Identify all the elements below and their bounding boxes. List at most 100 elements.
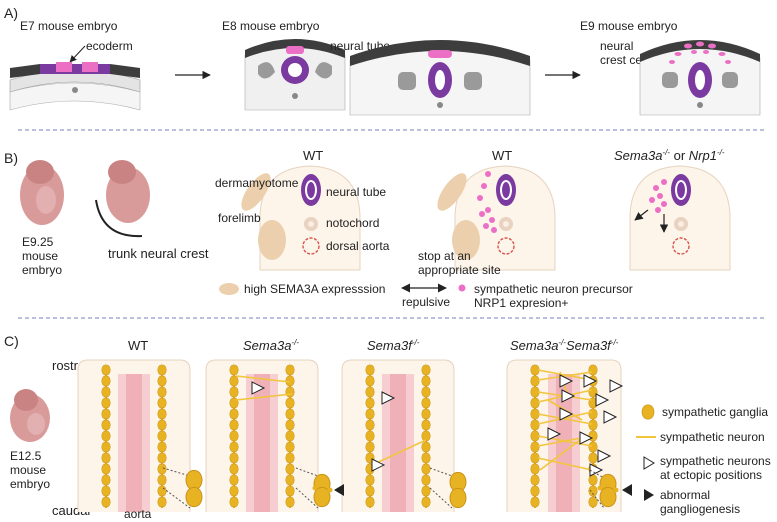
dermamyotome-label: dermamyotome — [215, 176, 299, 190]
ganglion — [157, 408, 167, 420]
ganglion — [285, 441, 295, 453]
neuron-legend-label: sympathetic neuron — [660, 430, 765, 444]
ganglion — [365, 441, 375, 453]
e7-label: E7 mouse embryo — [20, 19, 118, 33]
ectopic-neuron-line — [235, 375, 291, 383]
ganglion — [285, 463, 295, 475]
ectopic-neuron-line — [235, 393, 293, 401]
ganglion — [101, 397, 111, 409]
ganglion — [229, 485, 239, 497]
precursor-legend-line2: NRP1 expresion+ — [474, 296, 568, 310]
sema-legend-swatch — [219, 283, 239, 295]
ectopic-legend-swatch — [643, 456, 655, 470]
ganglion — [530, 375, 540, 387]
ganglia-legend-label: sympathetic ganglia — [662, 405, 768, 419]
mutant-section — [629, 165, 731, 271]
stop-line1: stop at an — [418, 249, 471, 263]
ganglion — [421, 496, 431, 508]
ganglion — [365, 430, 375, 442]
trunk-neural-crest-label: trunk neural crest — [108, 246, 209, 261]
header-wt: WT — [128, 338, 148, 353]
ganglion — [229, 386, 239, 398]
e7-embryo-illustration — [9, 62, 141, 111]
ganglia-legend-swatch — [641, 404, 655, 420]
ectopic-neuron-line — [537, 457, 593, 471]
e8-label: E8 mouse embryo — [222, 19, 320, 33]
aorta-band-inner — [390, 374, 406, 512]
wt-section-2 — [437, 165, 556, 271]
ganglion — [229, 441, 239, 453]
e925-line1: E9.25 — [22, 235, 54, 249]
ganglion — [229, 474, 239, 486]
ganglion — [588, 419, 598, 431]
ganglion — [588, 452, 598, 464]
ectopic-legend-line2: at ectopic positions — [660, 468, 762, 482]
ganglion — [365, 485, 375, 497]
ganglion — [101, 474, 111, 486]
e125-line3: embryo — [10, 477, 50, 491]
ganglion — [421, 474, 431, 486]
ganglion — [101, 419, 111, 431]
ganglion — [285, 364, 295, 376]
ganglion — [530, 397, 540, 409]
ectopic-neuron-line — [537, 413, 593, 425]
ganglion — [157, 419, 167, 431]
ganglion — [530, 430, 540, 442]
ganglion — [365, 364, 375, 376]
e8-neural-tube-illustration — [349, 40, 531, 116]
ganglion — [157, 430, 167, 442]
repulsive-label: repulsive — [402, 295, 450, 309]
ganglion — [421, 419, 431, 431]
ganglion — [530, 485, 540, 497]
ecoderm-label: ecoderm — [86, 39, 133, 53]
ganglion — [421, 463, 431, 475]
abnormal-legend-swatch — [644, 489, 654, 501]
panel-a-letter: A) — [4, 5, 18, 21]
ganglion — [157, 397, 167, 409]
aorta-label: aorta — [124, 507, 152, 521]
ganglion — [101, 364, 111, 376]
wt-label-2: WT — [492, 148, 512, 163]
ganglion — [530, 386, 540, 398]
ganglion — [229, 364, 239, 376]
e925-line2: mouse — [22, 249, 58, 263]
header-double: Sema3a-/-Sema3f-/- — [510, 338, 619, 353]
ganglion — [588, 408, 598, 420]
header-sema3f: Sema3f-/- — [367, 338, 420, 353]
abnormal-legend-line2: gangliogenesis — [660, 502, 740, 516]
ganglion — [229, 375, 239, 387]
ganglion — [157, 485, 167, 497]
ganglion — [101, 441, 111, 453]
ganglion — [530, 463, 540, 475]
ganglion — [285, 452, 295, 464]
ectopic-neuron-line — [537, 369, 593, 381]
ganglion — [157, 364, 167, 376]
ganglion — [530, 441, 540, 453]
ganglion — [101, 375, 111, 387]
ganglion — [530, 364, 540, 376]
ganglion — [229, 408, 239, 420]
ganglion — [229, 430, 239, 442]
ganglion — [229, 419, 239, 431]
ganglion — [157, 386, 167, 398]
panel-b-letter: B) — [4, 150, 18, 166]
ganglion — [421, 375, 431, 387]
e925-embryo-image — [20, 160, 64, 225]
ganglion — [157, 441, 167, 453]
e125-line2: mouse — [10, 463, 46, 477]
trunk-embryo-image — [95, 160, 150, 238]
ganglion — [229, 452, 239, 464]
e8-embryo-illustration — [244, 39, 346, 111]
ectopic-neuron-line — [537, 371, 593, 381]
e9-label: E9 mouse embryo — [580, 19, 678, 33]
ganglion — [101, 452, 111, 464]
ganglion — [421, 364, 431, 376]
ganglion — [365, 408, 375, 420]
ganglion — [285, 496, 295, 508]
header-sema3a: Sema3a-/- — [243, 338, 299, 353]
ganglion — [157, 452, 167, 464]
sema-legend-label: high SEMA3A expresssion — [244, 282, 385, 296]
ganglion — [285, 419, 295, 431]
ganglion — [365, 474, 375, 486]
